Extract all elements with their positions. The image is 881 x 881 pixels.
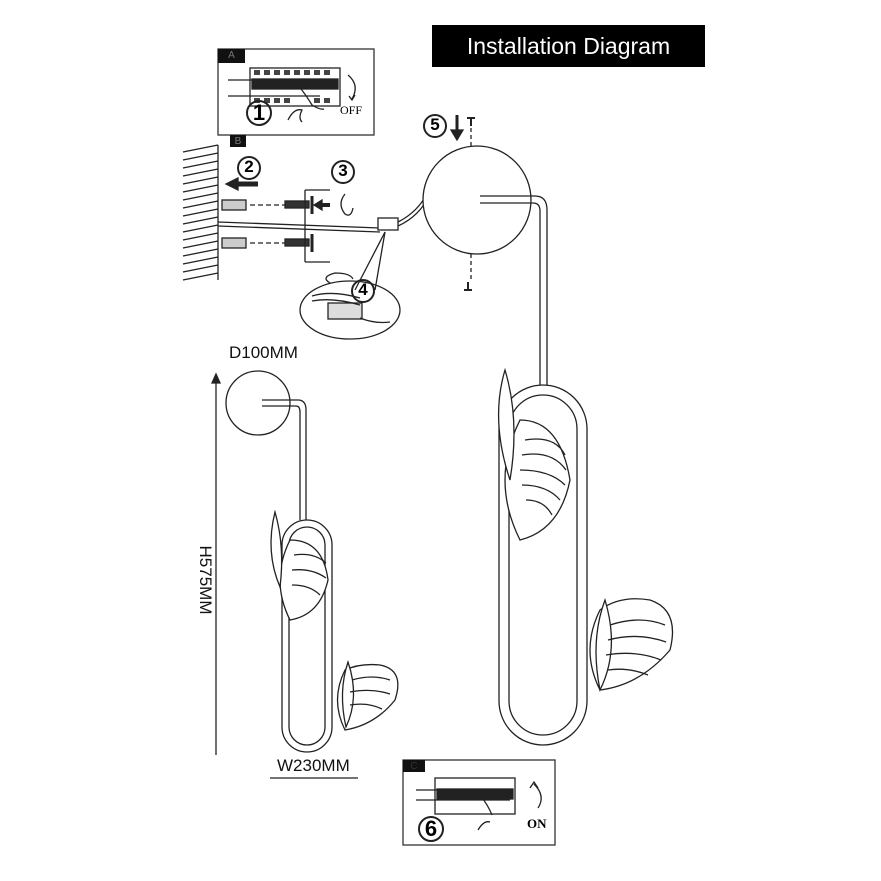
- height-dimension: H575MM: [196, 545, 215, 615]
- step-1-number: 1: [252, 100, 266, 125]
- lamp-small: [225, 370, 399, 753]
- step-5-number: 5: [430, 115, 440, 134]
- step-3-number: 3: [338, 161, 348, 180]
- step-2-number: 2: [244, 157, 254, 176]
- lamp-large: [422, 145, 674, 746]
- panel-a-tab: A: [218, 49, 245, 63]
- width-dimension: W230MM: [277, 756, 350, 775]
- panel-b-tab: B: [230, 135, 246, 147]
- diagram-title: Installation Diagram: [432, 25, 705, 67]
- off-label: OFF: [340, 103, 363, 117]
- terminal-detail: [299, 231, 401, 340]
- panel-c-tab: C: [403, 760, 425, 772]
- step-6-number: 6: [424, 816, 438, 841]
- step-4-number: 4: [358, 280, 368, 299]
- diameter-dimension: D100MM: [229, 343, 298, 362]
- on-label: ON: [527, 816, 547, 831]
- anchors-screws: [217, 189, 431, 263]
- panel-a-breaker-off: [217, 48, 375, 147]
- wall-hatch: [182, 144, 219, 281]
